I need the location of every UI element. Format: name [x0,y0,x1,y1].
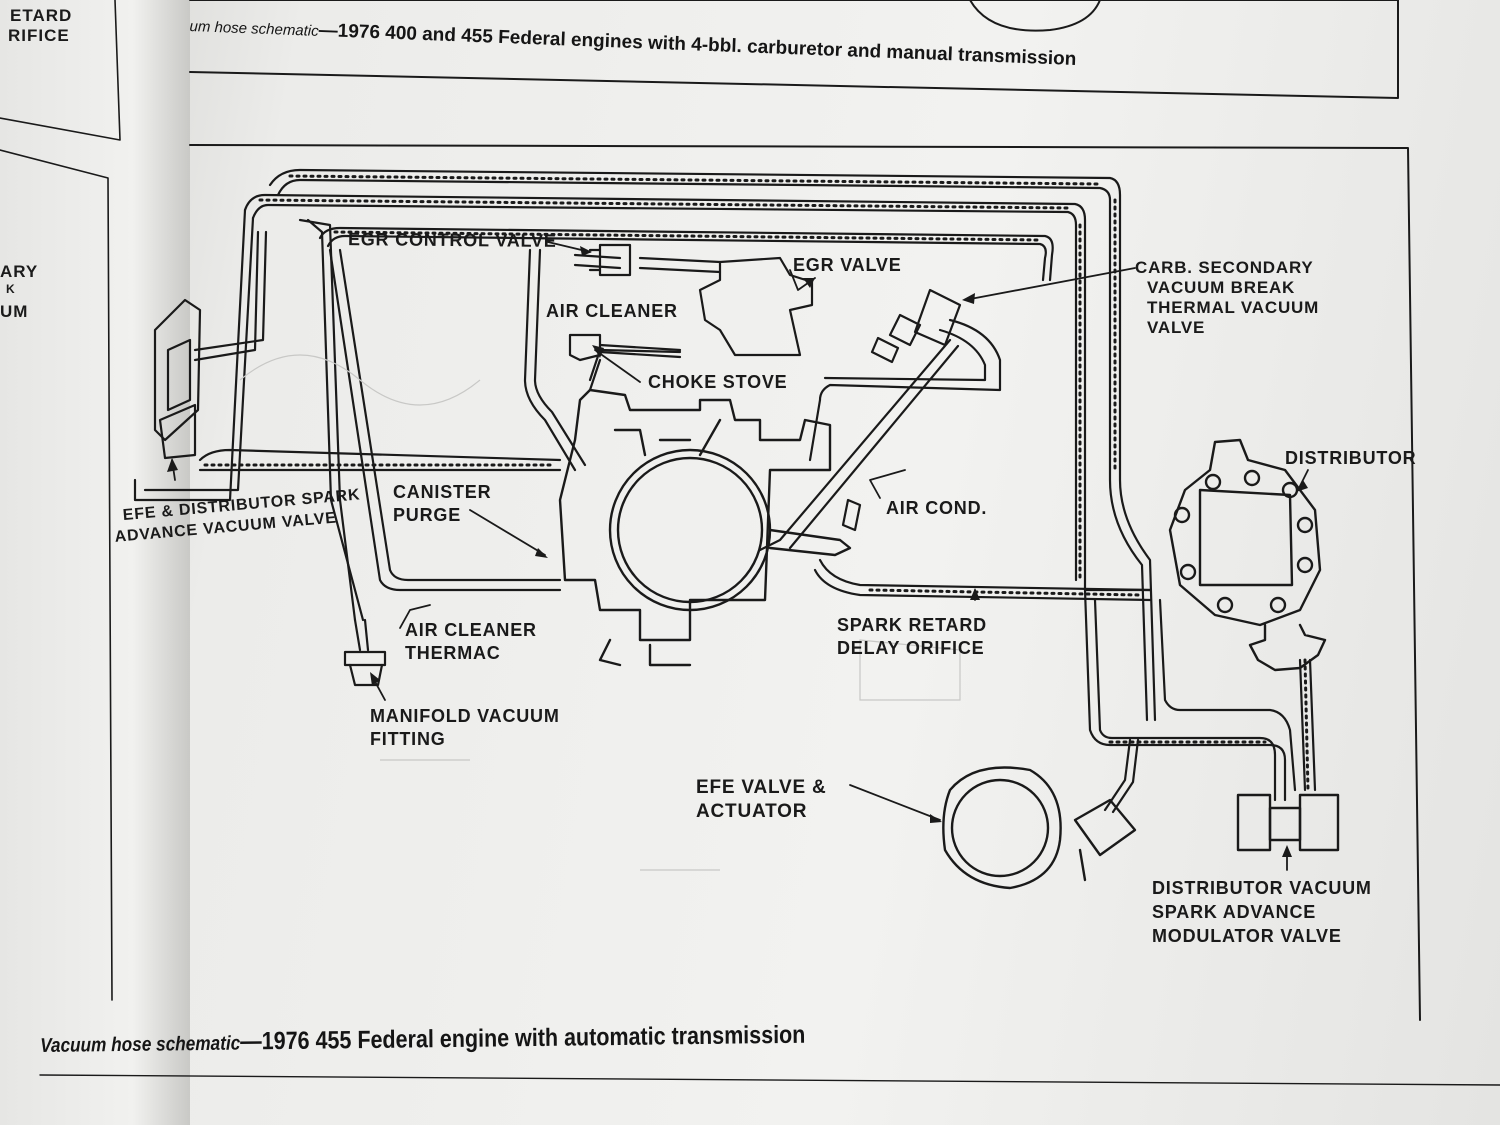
label-manifold-line-2: FITTING [370,729,446,749]
left-page-edge: ETARD RIFICE ARY K UM [0,0,190,1125]
label-air-cond: AIR COND. [886,498,988,518]
carburetor-shape [558,388,852,667]
label-carb-secondary-line-4: VALVE [1147,318,1206,337]
egr-valve-shape [698,256,814,357]
air-cond-fitting-shape [841,498,862,532]
label-canister-line-1: CANISTER [393,482,492,502]
label-canister-purge: CANISTER PURGE [393,481,491,527]
label-air-cleaner-thermac: AIR CLEANER THERMAC [405,619,537,665]
label-carb-secondary-line-2: VACUUM BREAK [1147,278,1296,297]
label-thermac-line-1: AIR CLEANER [405,620,537,640]
label-canister-line-2: PURGE [393,505,462,525]
egr-control-valve-shape [598,243,632,277]
label-manifold-line-1: MANIFOLD VACUUM [370,706,560,726]
modulator-valve-shape [1236,793,1340,852]
label-modulator-valve: DISTRIBUTOR VACUUM SPARK ADVANCE MODULAT… [1152,876,1372,948]
thermal-vacuum-valve-shape [870,288,962,364]
label-spark-retard-line-1: SPARK RETARD [837,615,987,635]
label-distributor: DISTRIBUTOR [1285,448,1417,468]
label-choke-stove: CHOKE STOVE [648,372,788,392]
bottom-caption-text: —1976 455 Federal engine with automatic … [240,1020,806,1056]
main-figure-frame [189,144,1421,1021]
label-modulator-line-2: SPARK ADVANCE [1152,902,1317,922]
left-fragment-3: ARY [0,262,39,281]
label-efe-valve-line-1: EFE VALVE & [696,777,827,798]
label-thermac-line-2: THERMAC [405,643,501,663]
left-fragment-1: ETARD [10,6,73,25]
left-page-frames [0,0,121,1001]
label-spark-retard: SPARK RETARD DELAY ORIFICE [837,614,987,660]
label-carb-secondary-line-3: THERMAL VACUUM [1147,298,1320,317]
label-carb-secondary-line-1: CARB. SECONDARY [1135,258,1314,277]
left-fragment-2: RIFICE [8,26,70,45]
label-efe-valve-line-2: ACTUATOR [696,801,808,822]
label-carb-secondary: CARB. SECONDARY VACUUM BREAK THERMAL VAC… [1135,258,1319,338]
thermac-fitting-shape [343,618,387,687]
efe-distributor-valve-shape [153,298,202,460]
distributor-shape [1168,438,1327,672]
efe-valve-shape [942,766,1137,890]
label-modulator-line-1: DISTRIBUTOR VACUUM [1152,878,1372,898]
label-modulator-line-3: MODULATOR VALVE [1152,926,1342,946]
label-spark-retard-line-2: DELAY ORIFICE [837,638,985,658]
left-fragment-4: K [6,282,16,296]
label-efe-valve-actuator: EFE VALVE & ACTUATOR [696,776,827,824]
top-figure-frame [189,0,1399,99]
label-egr-valve: EGR VALVE [793,255,902,275]
air-cleaner-shape [568,333,602,362]
label-air-cleaner: AIR CLEANER [546,301,678,321]
bottom-caption-prefix: Vacuum hose schematic [40,1032,241,1057]
label-egr-control-valve: EGR CONTROL VALVE [347,229,557,251]
left-fragment-5: UM [0,302,29,321]
label-manifold-vacuum-fitting: MANIFOLD VACUUM FITTING [370,705,560,751]
